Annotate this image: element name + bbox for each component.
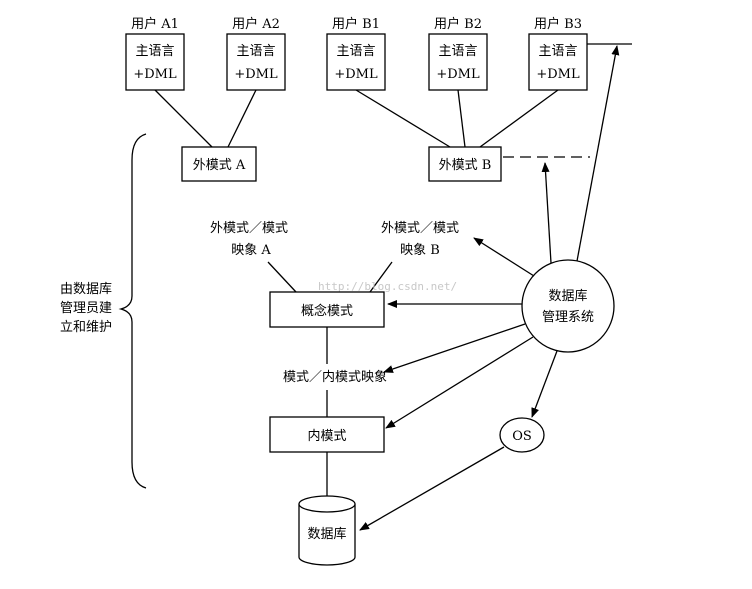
- os-circle: OS: [499, 417, 545, 453]
- database-cylinder: 数据库: [298, 495, 356, 566]
- watermark-text: http://blog.csdn.net/: [318, 280, 457, 293]
- user-b2-host-language: 主语言: [438, 44, 477, 59]
- brace-label-line1: 由数据库: [60, 281, 112, 297]
- user-b2-box: 主语言 +DML: [428, 33, 488, 91]
- os-label: OS: [512, 429, 532, 444]
- mapping-b-line2: 映象 B: [400, 243, 440, 258]
- mapping-a-line1: 外模式／模式: [210, 221, 288, 236]
- conceptual-schema-label: 概念模式: [301, 303, 353, 319]
- user-b1-box: 主语言 +DML: [326, 33, 386, 91]
- user-b1-dml: +DML: [334, 67, 378, 82]
- user-a2-host-language: 主语言: [236, 44, 275, 59]
- user-a1-box: 主语言 +DML: [125, 33, 185, 91]
- mapping-a-line2: 映象 A: [231, 243, 271, 258]
- user-connection-lines: [154, 89, 559, 148]
- user-b3-title: 用户 B3: [534, 16, 582, 32]
- user-b3-dml: +DML: [536, 67, 580, 82]
- user-a1-title: 用户 A1: [131, 16, 179, 32]
- dbms-arrows: [359, 45, 620, 531]
- mapping-a-connector: [267, 261, 297, 293]
- external-schema-a-box: 外模式 A: [181, 146, 257, 182]
- user-b2-title: 用户 B2: [434, 16, 482, 32]
- mapping-b-line1: 外模式／模式: [381, 221, 459, 236]
- brace-label-line3: 立和维护: [60, 320, 112, 335]
- user-a2-box: 主语言 +DML: [226, 33, 286, 91]
- mapping-b-connector: [369, 261, 393, 293]
- user-a1-host-language: 主语言: [135, 44, 174, 59]
- dbms-label-line2: 管理系统: [542, 310, 594, 325]
- user-b3-host-language: 主语言: [538, 44, 577, 59]
- user-a2-dml: +DML: [234, 67, 278, 82]
- dbms-label-line1: 数据库: [548, 288, 587, 304]
- user-b1-host-language: 主语言: [336, 44, 375, 59]
- left-brace: [118, 133, 147, 489]
- external-schema-b-label: 外模式 B: [439, 158, 492, 173]
- user-a2-title: 用户 A2: [232, 16, 280, 32]
- user-a1-dml: +DML: [133, 67, 177, 82]
- conceptual-schema-box: 概念模式: [269, 291, 385, 328]
- external-schema-b-box: 外模式 B: [428, 146, 502, 182]
- external-schema-a-label: 外模式 A: [193, 158, 246, 173]
- user-b2-dml: +DML: [436, 67, 480, 82]
- user-b3-box: 主语言 +DML: [528, 33, 588, 91]
- user-b1-title: 用户 B1: [332, 16, 380, 32]
- mapping-inner-label: 模式／内模式映象: [283, 369, 387, 385]
- database-label: 数据库: [307, 526, 346, 542]
- internal-schema-box: 内模式: [269, 416, 385, 453]
- dbms-circle: 数据库 管理系统: [521, 259, 615, 353]
- internal-schema-label: 内模式: [307, 428, 346, 444]
- brace-label-line2: 管理员建: [60, 301, 112, 316]
